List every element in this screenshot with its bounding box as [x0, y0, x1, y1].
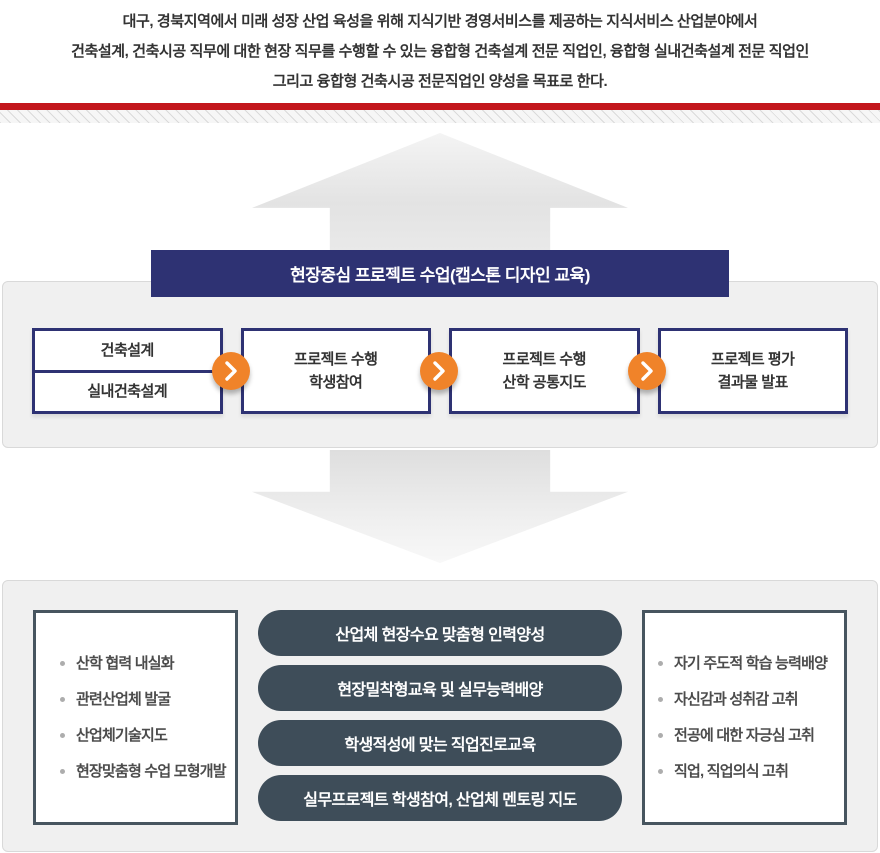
industry-item-4: 현장맞춤형 수업 모형개발	[76, 763, 227, 780]
student-item-4: 직업, 직업의식 고취	[674, 763, 789, 780]
list-item: 산업체기술지도	[60, 724, 227, 747]
flow-step-3-line-2: 결과물 발표	[717, 374, 789, 391]
down-arrow-shape	[252, 450, 628, 563]
bullet-dot-icon	[658, 661, 663, 666]
flow-step-1-line-1: 프로젝트 수행	[294, 351, 378, 368]
diagonal-hatch-strip	[0, 110, 880, 123]
down-arrow-region	[0, 450, 880, 577]
list-item: 전공에 대한 자긍심 고취	[658, 724, 838, 747]
flow-box-step-3: 프로젝트 평가 결과물 발표	[657, 328, 848, 414]
capstone-section: 현장중심 프로젝트 수업(캡스톤 디자인 교육) 건축설계 실내건축설계 프로젝…	[0, 250, 880, 448]
flow-step-2-line-1: 프로젝트 수행	[502, 351, 587, 368]
intro-line-3: 그리고 융합형 건축시공 전문직업인 양성을 목표로 한다.	[272, 73, 608, 90]
flow-step-3-line-1: 프로젝트 평가	[711, 351, 795, 368]
flow-step-2-line-2: 산학 공통지도	[502, 374, 587, 391]
chevron-right-icon	[212, 352, 250, 390]
capstone-panel: 건축설계 실내건축설계 프로젝트 수행 학생참여 프로젝트 수행 산학 공통지도…	[2, 281, 878, 448]
student-item-1: 자기 주도적 학습 능력배양	[674, 655, 828, 672]
bullet-dot-icon	[60, 733, 65, 738]
outcomes-panel: 산학 협력 내실화 관련산업체 발굴 산업체기술지도 현장맞춤형 수업 모형개발…	[2, 580, 878, 852]
flow-major-architecture: 건축설계	[35, 331, 220, 373]
industry-item-1: 산학 협력 내실화	[76, 655, 175, 672]
intro-paragraph: 대구, 경북지역에서 미래 성장 산업 육성을 위해 지식기반 경영서비스를 제…	[0, 0, 880, 97]
list-item: 현장맞춤형 수업 모형개발	[60, 760, 227, 783]
bullet-dot-icon	[658, 769, 663, 774]
bullet-dot-icon	[60, 661, 65, 666]
list-item: 산학 협력 내실화	[60, 652, 227, 675]
capstone-header: 현장중심 프로젝트 수업(캡스톤 디자인 교육)	[151, 250, 729, 297]
industry-item-2: 관련산업체 발굴	[76, 691, 171, 708]
industry-outcomes-box: 산학 협력 내실화 관련산업체 발굴 산업체기술지도 현장맞춤형 수업 모형개발	[33, 610, 238, 825]
intro-line-2: 건축설계, 건축시공 직무에 대한 현장 직무를 수행할 수 있는 융합형 건축…	[71, 43, 809, 60]
up-arrow-shape	[252, 133, 628, 250]
student-item-2: 자신감과 성취감 고취	[674, 691, 799, 708]
flow-box-majors: 건축설계 실내건축설계	[32, 328, 223, 414]
chevron-right-icon	[628, 352, 666, 390]
bullet-dot-icon	[60, 769, 65, 774]
list-item: 관련산업체 발굴	[60, 688, 227, 711]
strategy-pill-3: 학생적성에 맞는 직업진로교육	[258, 720, 622, 766]
strategy-pill-1: 산업체 현장수요 맞춤형 인력양성	[258, 610, 622, 656]
list-item: 직업, 직업의식 고취	[658, 760, 838, 783]
flow-major-interior: 실내건축설계	[87, 383, 168, 401]
red-divider-bar	[0, 103, 880, 110]
flow-box-step-1: 프로젝트 수행 학생참여	[240, 328, 431, 414]
bullet-dot-icon	[658, 733, 663, 738]
strategy-pill-column: 산업체 현장수요 맞춤형 인력양성 현장밀착형교육 및 실무능력배양 학생적성에…	[258, 610, 622, 821]
strategy-pill-2: 현장밀착형교육 및 실무능력배양	[258, 665, 622, 711]
intro-line-1: 대구, 경북지역에서 미래 성장 산업 육성을 위해 지식기반 경영서비스를 제…	[122, 13, 758, 30]
list-item: 자기 주도적 학습 능력배양	[658, 652, 838, 675]
student-item-3: 전공에 대한 자긍심 고취	[674, 727, 815, 744]
student-outcomes-box: 자기 주도적 학습 능력배양 자신감과 성취감 고취 전공에 대한 자긍심 고취…	[642, 610, 847, 825]
bullet-dot-icon	[658, 697, 663, 702]
flow-row: 건축설계 실내건축설계 프로젝트 수행 학생참여 프로젝트 수행 산학 공통지도…	[32, 328, 848, 414]
flow-step-1-line-2: 학생참여	[309, 374, 363, 391]
strategy-pill-4: 실무프로젝트 학생참여, 산업체 멘토링 지도	[258, 775, 622, 821]
industry-item-3: 산업체기술지도	[76, 727, 168, 744]
chevron-right-icon	[420, 352, 458, 390]
bullet-dot-icon	[60, 697, 65, 702]
flow-box-step-2: 프로젝트 수행 산학 공통지도	[449, 328, 640, 414]
list-item: 자신감과 성취감 고취	[658, 688, 838, 711]
capstone-title: 현장중심 프로젝트 수업(캡스톤 디자인 교육)	[290, 266, 590, 285]
